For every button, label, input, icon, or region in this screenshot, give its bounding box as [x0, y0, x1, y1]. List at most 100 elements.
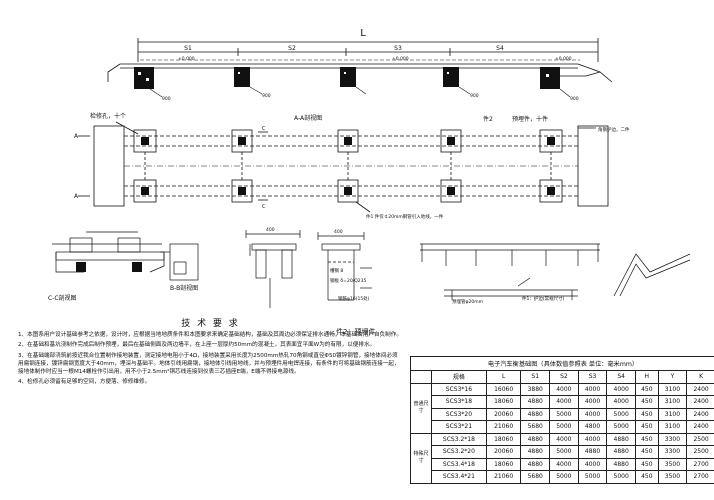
- table-cell: 2400: [686, 420, 714, 434]
- dim-400-b: 400: [334, 229, 343, 235]
- table-cell: SCS3.4*21: [431, 470, 487, 484]
- depth-3: 900: [470, 93, 479, 99]
- col-header: 规格: [431, 370, 487, 384]
- table-cell: 5000: [606, 420, 636, 434]
- table-cell: 5000: [549, 445, 579, 459]
- col-header: Y: [657, 370, 688, 384]
- table-cell: 4000: [577, 432, 608, 446]
- dim-s1: S1: [184, 45, 192, 52]
- table-row: SCS3*18 18060 4880 4000 4000 4000 450 31…: [411, 395, 714, 409]
- group-label-standard: 普通尺寸: [410, 382, 432, 434]
- table-cell: 4000: [549, 382, 579, 396]
- table-cell: 2500: [686, 432, 714, 446]
- cc-section-detail: [52, 231, 165, 273]
- table-cell: 4000: [606, 382, 636, 396]
- overall-dim-label: L: [360, 28, 366, 39]
- table-cell: 5680: [520, 420, 551, 434]
- table-cell: 4880: [520, 395, 551, 409]
- col-header: L: [485, 370, 522, 384]
- elevation-1: ±0.000: [178, 56, 195, 62]
- col-header: S4: [606, 370, 636, 384]
- table-cell: 450: [634, 407, 659, 421]
- table-cell: 450: [634, 382, 659, 396]
- table-cell: 5000: [606, 470, 636, 484]
- col-header: K: [686, 370, 714, 384]
- section-mark-a-top: A: [74, 133, 79, 140]
- part2-left-label: 件2: [483, 115, 493, 123]
- notes-title: 技 术 要 求: [181, 319, 240, 329]
- rebar-label: 钢筋φ16(15处): [338, 295, 370, 302]
- table-cell: SCS3.4*18: [431, 457, 487, 471]
- section-mark-c-bottom: C: [262, 204, 266, 210]
- table-cell: 4880: [606, 432, 636, 446]
- access-hole-callout: 检修孔，十个: [90, 112, 126, 120]
- table-cell: 18060: [485, 457, 522, 471]
- section-mark-a-bottom: A: [74, 193, 79, 200]
- table-cell: 450: [634, 420, 659, 434]
- table-cell: 4880: [520, 457, 551, 471]
- table-cell: 4880: [520, 445, 551, 459]
- table-cell: 4880: [520, 432, 551, 446]
- technical-notes: 技 术 要 求 1、本图系用户设计基础参考之依据，设计时，应根据当地地质条件和本…: [18, 319, 403, 388]
- depth-2: 900: [262, 93, 271, 99]
- dim-400-a: 400: [266, 227, 275, 233]
- spec-table-caption: 电子汽车衡基础图（具体数值参照表 单位：毫米mm）: [410, 356, 714, 371]
- table-cell: 2700: [686, 457, 714, 471]
- spec-table-header: 规格 L S1 S2 S3 S4 H Y K: [410, 370, 714, 384]
- col-header: S1: [520, 370, 551, 384]
- angle-guard-profile: [613, 253, 691, 297]
- table-cell: SCS3*21: [431, 420, 487, 434]
- note-item-3: 3、在基础端部浇筑前按近我合位置制作接地装置，测定接地电阻小于4Ω，接地装置采用…: [18, 352, 400, 376]
- cc-view-label: C-C剖视图: [48, 294, 77, 302]
- pier-blocks-elevation: [134, 67, 560, 89]
- table-cell: SCS3.2*18: [431, 432, 487, 446]
- table-cell: 4880: [577, 445, 608, 459]
- table-cell: 18060: [485, 432, 522, 446]
- bb-section-detail: [160, 243, 199, 281]
- section-mark-c-top: C: [262, 126, 266, 132]
- table-row: SCS3.2*20 20060 4880 5000 4880 4880 450 …: [411, 445, 714, 459]
- col-header: H: [634, 370, 659, 384]
- table-cell: 4000: [577, 457, 608, 471]
- table-cell: 5000: [577, 470, 608, 484]
- table-cell: 3300: [657, 432, 688, 446]
- part1-label: 件1 件仅￠20mm钢管引入地线，一件: [366, 213, 444, 220]
- table-row: 特殊尺寸 SCS3.2*18 18060 4880 4000 4000 4880…: [410, 432, 714, 484]
- table-cell: 18060: [485, 395, 522, 409]
- table-cell: 20060: [485, 445, 522, 459]
- table-cell: 4000: [549, 432, 579, 446]
- table-cell: 4000: [577, 395, 608, 409]
- table-cell: 3100: [657, 407, 688, 421]
- table-cell: 16060: [485, 382, 522, 396]
- embedded-part-detail-front: [245, 230, 301, 308]
- angle-guard-label: 角钢护边，二件: [598, 126, 630, 133]
- channel-steel-label: 槽钢 8: [330, 267, 343, 274]
- table-row: SCS3*21 21060 5680 5000 4800 5000 450 31…: [411, 420, 714, 434]
- table-cell: 21060: [485, 470, 522, 484]
- table-cell: 450: [634, 445, 659, 459]
- table-cell: 3100: [657, 382, 688, 396]
- table-cell: 3100: [657, 395, 688, 409]
- dim-s4: S4: [496, 45, 504, 52]
- note-item-2: 2、在基础和基坑浇制作完成后制作预埋，最后在基础侧面及两边墙平，在上座一层厚约5…: [18, 342, 376, 349]
- table-cell: 21060: [485, 420, 522, 434]
- table-cell: 2400: [686, 395, 714, 409]
- aa-view-label: A-A剖视图: [294, 114, 322, 122]
- table-cell: 3500: [657, 470, 688, 484]
- col-header: S3: [577, 370, 608, 384]
- table-cell: 2700: [686, 470, 714, 484]
- table-row: SCS3.4*18 18060 4880 4000 4000 4880 450 …: [411, 457, 714, 471]
- spec-table: 电子汽车衡基础图（具体数值参照表 单位：毫米mm） 规格 L S1 S2 S3 …: [410, 356, 714, 484]
- table-cell: 3300: [657, 445, 688, 459]
- part2-right-label: 预埋件，十件: [512, 115, 548, 123]
- table-cell: 4000: [577, 407, 608, 421]
- dim-s3: S3: [394, 45, 402, 52]
- table-cell: 450: [634, 395, 659, 409]
- table-cell: 4000: [549, 457, 579, 471]
- table-row: SCS3.4*21 21060 5680 5000 5000 5000 450 …: [411, 470, 714, 484]
- table-cell: 3880: [520, 382, 551, 396]
- bb-view-label: B-B剖视图: [170, 284, 198, 292]
- table-cell: 4880: [606, 457, 636, 471]
- table-cell: 450: [634, 470, 659, 484]
